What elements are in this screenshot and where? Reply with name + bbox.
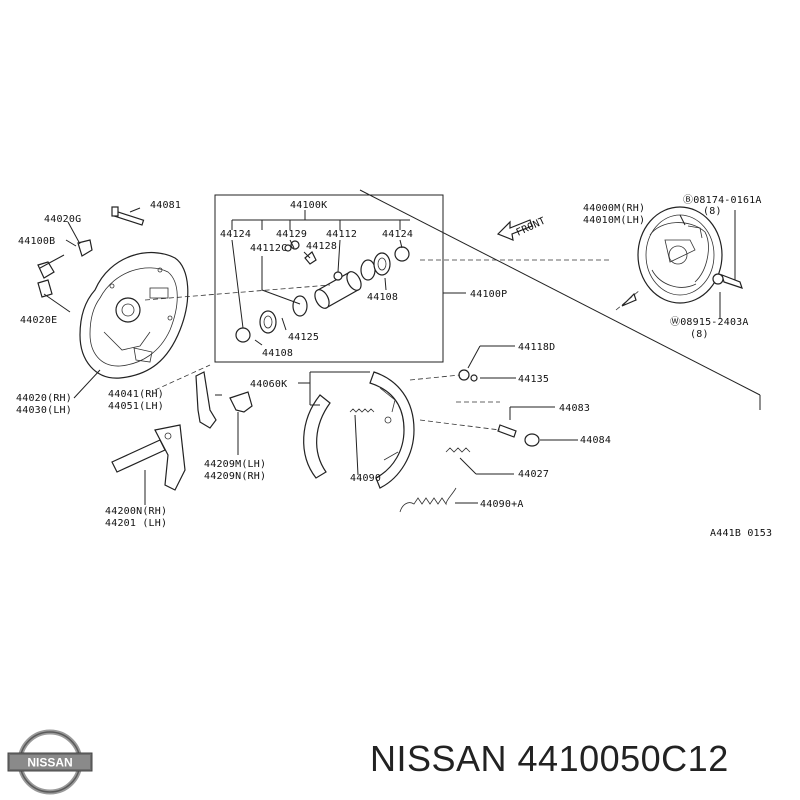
- label-44118d: 44118D: [518, 342, 555, 353]
- nissan-logo-icon: NISSAN: [7, 729, 93, 795]
- label-bolt-08174: Ⓑ08174-0161A: [683, 194, 762, 206]
- label-44125: 44125: [288, 332, 319, 343]
- label-44129: 44129: [276, 229, 307, 240]
- brake-assembly: [637, 206, 723, 304]
- label-44060k: 44060K: [250, 379, 287, 390]
- adjuster-44209: [229, 391, 253, 413]
- front-arrow-icon: [496, 219, 533, 241]
- label-bolt-qty: (8): [703, 206, 722, 217]
- label-44041-rh: 44041(RH): [108, 389, 164, 400]
- label-44090a: 44090+A: [480, 499, 524, 510]
- label-44020-rh: 44020(RH): [16, 393, 72, 404]
- label-44010m: 44010M(LH): [583, 215, 645, 226]
- label-44030-lh: 44030(LH): [16, 405, 72, 416]
- label-washer-08915: Ⓦ08915-2403A: [670, 316, 749, 328]
- label-44100p: 44100P: [470, 289, 507, 300]
- lever-44041: [195, 371, 217, 429]
- label-44081: 44081: [150, 200, 181, 211]
- spring-44090a: [399, 487, 457, 513]
- label-44083: 44083: [559, 403, 590, 414]
- label-44201-lh: 44201 (LH): [105, 518, 167, 529]
- part-44020g: [77, 239, 93, 257]
- label-44108-right: 44108: [367, 292, 398, 303]
- label-44090: 44090: [350, 473, 381, 484]
- cable-lever-44200n: [111, 424, 186, 491]
- label-44112c: 44112C: [250, 243, 287, 254]
- label-44108-left: 44108: [262, 348, 293, 359]
- label-front: FRONT: [515, 216, 548, 239]
- label-44051-lh: 44051(LH): [108, 401, 164, 412]
- spring-44083: [497, 424, 517, 438]
- label-44100k: 44100K: [290, 200, 327, 211]
- label-44128: 44128: [306, 241, 337, 252]
- label-44084: 44084: [580, 435, 611, 446]
- label-44124-right: 44124: [382, 229, 413, 240]
- label-ref-code: A441B 0153: [710, 528, 772, 539]
- bolt-08174-icon: [721, 274, 743, 289]
- wheel-cylinder-box: [214, 194, 466, 363]
- label-44135: 44135: [518, 374, 549, 385]
- page-title: NISSAN 4410050C12: [370, 738, 729, 779]
- part-44020e: [37, 279, 53, 298]
- logo-text: NISSAN: [27, 756, 72, 770]
- label-44020e: 44020E: [20, 315, 57, 326]
- retainer-44084: [524, 433, 540, 447]
- backing-plate: [79, 251, 189, 379]
- spring-44090: [349, 408, 375, 413]
- label-44027: 44027: [518, 469, 549, 480]
- label-44200n-rh: 44200N(RH): [105, 506, 167, 517]
- label-44100b: 44100B: [18, 236, 55, 247]
- spring-44027: [445, 447, 471, 453]
- label-44020g: 44020G: [44, 214, 81, 225]
- part-44100b: [37, 261, 55, 279]
- label-44000m: 44000M(RH): [583, 203, 645, 214]
- brake-shoe: [303, 371, 415, 489]
- label-washer-qty: (8): [690, 329, 709, 340]
- label-44209n-rh: 44209N(RH): [204, 471, 266, 482]
- label-44124-left: 44124: [220, 229, 251, 240]
- label-44209m-lh: 44209M(LH): [204, 459, 266, 470]
- label-44112: 44112: [326, 229, 357, 240]
- bolt-44081: [111, 206, 145, 226]
